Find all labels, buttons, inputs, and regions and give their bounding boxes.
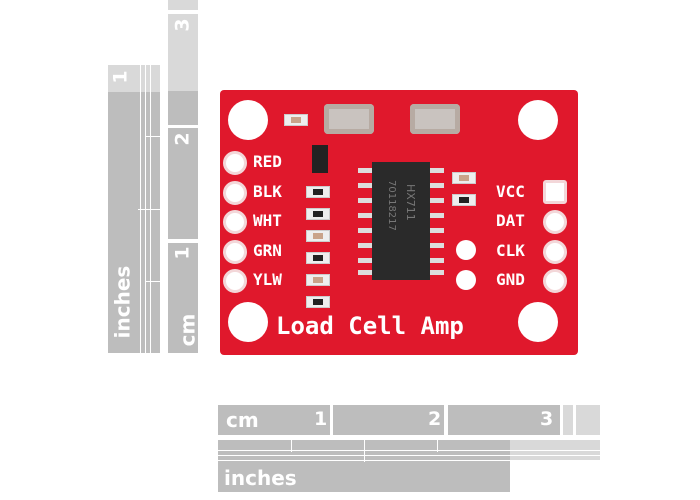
ruler-mark: 2 [171, 132, 194, 146]
resistor [306, 186, 330, 198]
pin-label: CLK [496, 241, 525, 260]
ruler-mark: 3 [540, 408, 554, 430]
capacitor [410, 104, 460, 134]
pin-ylw [223, 269, 247, 293]
pin-dat [543, 210, 567, 234]
pin-label: DAT [496, 211, 525, 230]
ruler-mark: 1 [109, 70, 132, 84]
pin-label: YLW [253, 270, 282, 289]
ruler-unit-label: inches [224, 466, 297, 490]
chip-code: 70118217 [386, 180, 397, 231]
via [456, 240, 476, 260]
mounting-hole [518, 100, 558, 140]
resistor [452, 172, 476, 184]
pin-label: GRN [253, 241, 282, 260]
resistor [452, 194, 476, 206]
transistor [312, 145, 328, 173]
pin-clk [543, 240, 567, 264]
load-cell-amp-board: HX711 70118217 RED BLK WHT GRN YLW VCC D… [220, 90, 578, 355]
ruler-mark: 3 [171, 18, 194, 32]
ruler-mark: 2 [428, 408, 442, 430]
mounting-hole [228, 302, 268, 342]
ruler-mark: 1 [314, 408, 328, 430]
pin-vcc [543, 180, 567, 204]
mounting-hole [518, 302, 558, 342]
pin-label: BLK [253, 182, 282, 201]
pin-blk [223, 181, 247, 205]
pin-gnd [543, 269, 567, 293]
via [456, 270, 476, 290]
pin-label: GND [496, 270, 525, 289]
horizontal-cm-ruler: cm 1 2 3 [218, 405, 600, 435]
ruler-unit-label: inches [110, 265, 135, 339]
ruler-mark: 1 [171, 246, 194, 260]
mounting-hole [228, 100, 268, 140]
hx711-chip: HX711 70118217 [372, 162, 430, 280]
vertical-cm-ruler: 3 2 1 cm [168, 0, 200, 353]
pin-label: RED [253, 152, 282, 171]
capacitor [324, 104, 374, 134]
pin-wht [223, 210, 247, 234]
chip-label: HX711 [404, 184, 417, 221]
resistor [306, 296, 330, 308]
ruler-unit-label: cm [175, 313, 200, 347]
pin-label: VCC [496, 182, 525, 201]
ruler-unit-label: cm [226, 408, 259, 432]
horizontal-inches-ruler: inches [218, 440, 600, 492]
resistor [284, 114, 308, 126]
resistor [306, 252, 330, 264]
vertical-inches-ruler: 1 inches [108, 0, 163, 353]
resistor [306, 230, 330, 242]
pin-label: WHT [253, 211, 282, 230]
board-title: Load Cell Amp [276, 312, 464, 340]
pin-grn [223, 240, 247, 264]
resistor [306, 274, 330, 286]
resistor [306, 208, 330, 220]
pin-red [223, 151, 247, 175]
